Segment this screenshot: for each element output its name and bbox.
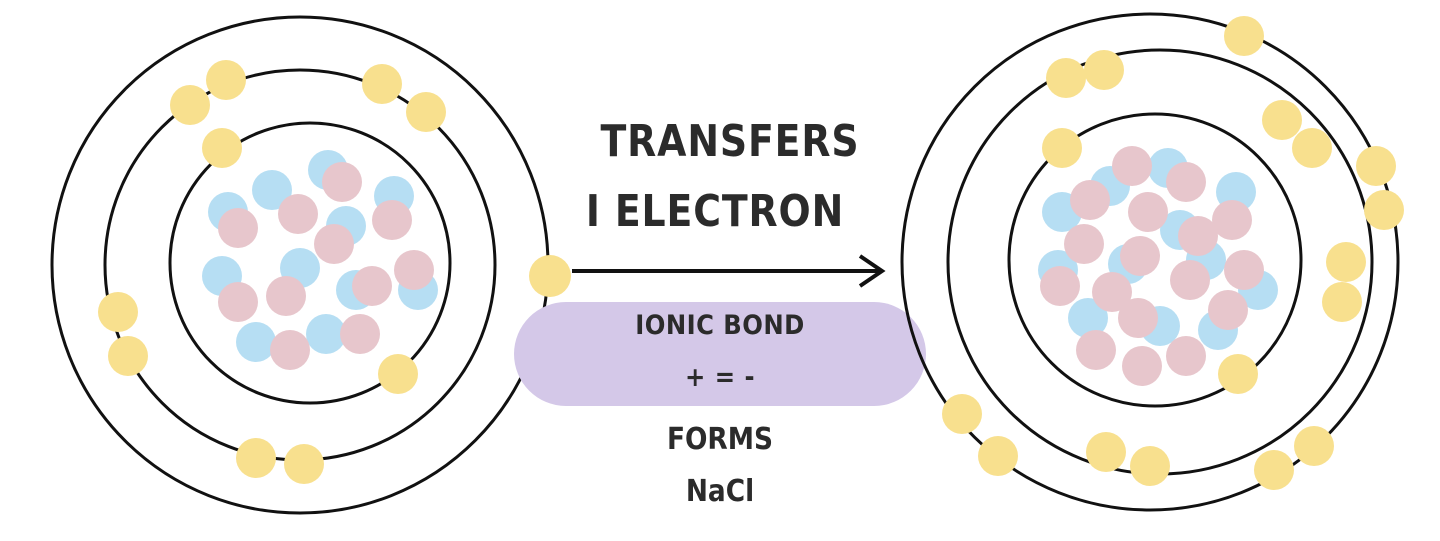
electron — [1294, 426, 1334, 466]
bond-box — [514, 302, 926, 406]
electron — [378, 354, 418, 394]
electron — [1086, 432, 1126, 472]
electron — [1254, 450, 1294, 490]
left-atom — [50, 15, 571, 515]
electron — [284, 444, 324, 484]
left-inner-orbit — [168, 121, 452, 405]
electron — [170, 85, 210, 125]
transfer-arrow — [572, 254, 886, 288]
right-electrons — [942, 16, 1404, 490]
electron — [1326, 242, 1366, 282]
electron — [1292, 128, 1332, 168]
product-label-line2: NaCl — [685, 474, 755, 509]
product-label-line1: FORMS — [666, 422, 774, 457]
transfer-label-line1: TRANSFERS — [600, 116, 860, 167]
electron — [108, 336, 148, 376]
electron — [1218, 354, 1258, 394]
electron — [1042, 128, 1082, 168]
electron — [1322, 282, 1362, 322]
electron — [1224, 16, 1264, 56]
bond-label-line1: IONIC BOND — [635, 310, 805, 341]
electron — [206, 60, 246, 100]
electron — [362, 64, 402, 104]
transfer-label-line2: I ELECTRON — [585, 186, 845, 237]
electron — [942, 394, 982, 434]
right-outer-orbit — [900, 12, 1400, 512]
left-nucleus — [202, 150, 438, 370]
left-electrons — [98, 60, 571, 484]
transferred-electron — [529, 255, 571, 297]
electron — [236, 438, 276, 478]
electron — [1262, 100, 1302, 140]
electron — [406, 92, 446, 132]
right-inner-orbit — [1007, 112, 1303, 408]
electron — [978, 436, 1018, 476]
electron — [1130, 446, 1170, 486]
bond-label-line2: + = - — [684, 362, 755, 393]
right-atom — [900, 12, 1404, 512]
electron — [1046, 58, 1086, 98]
electron — [1084, 50, 1124, 90]
electron — [202, 128, 242, 168]
right-nucleus — [1038, 146, 1278, 386]
electron — [1364, 190, 1404, 230]
electron — [1356, 146, 1396, 186]
electron — [98, 292, 138, 332]
